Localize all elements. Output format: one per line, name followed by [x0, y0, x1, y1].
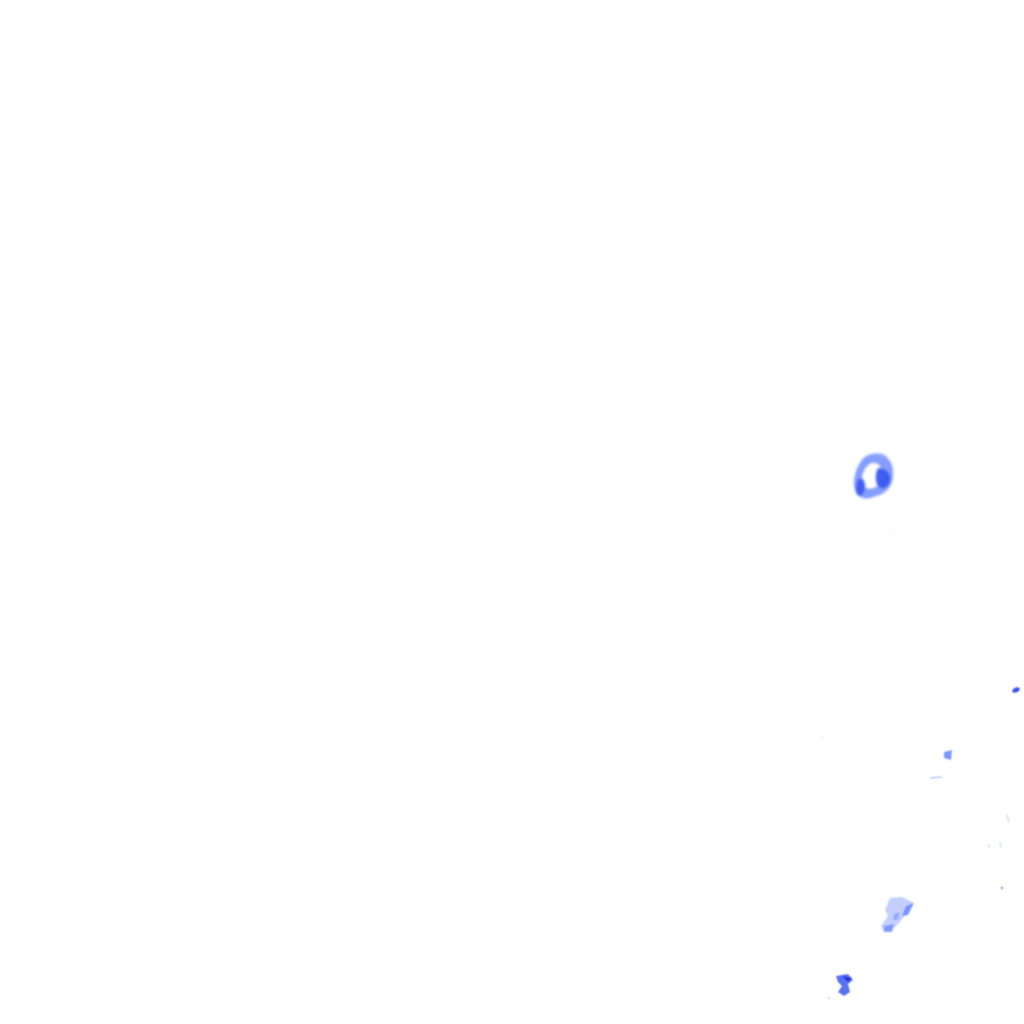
radar-echo-ring-cell [853, 453, 894, 499]
radar-echo-cluster-southeast [881, 897, 914, 932]
radar-echo-small-cell-1 [929, 750, 952, 779]
radar-echo-cell-south [828, 974, 853, 999]
radar-echo-faint-streaks [821, 529, 1010, 890]
radar-echo-speck-east [1012, 687, 1020, 693]
